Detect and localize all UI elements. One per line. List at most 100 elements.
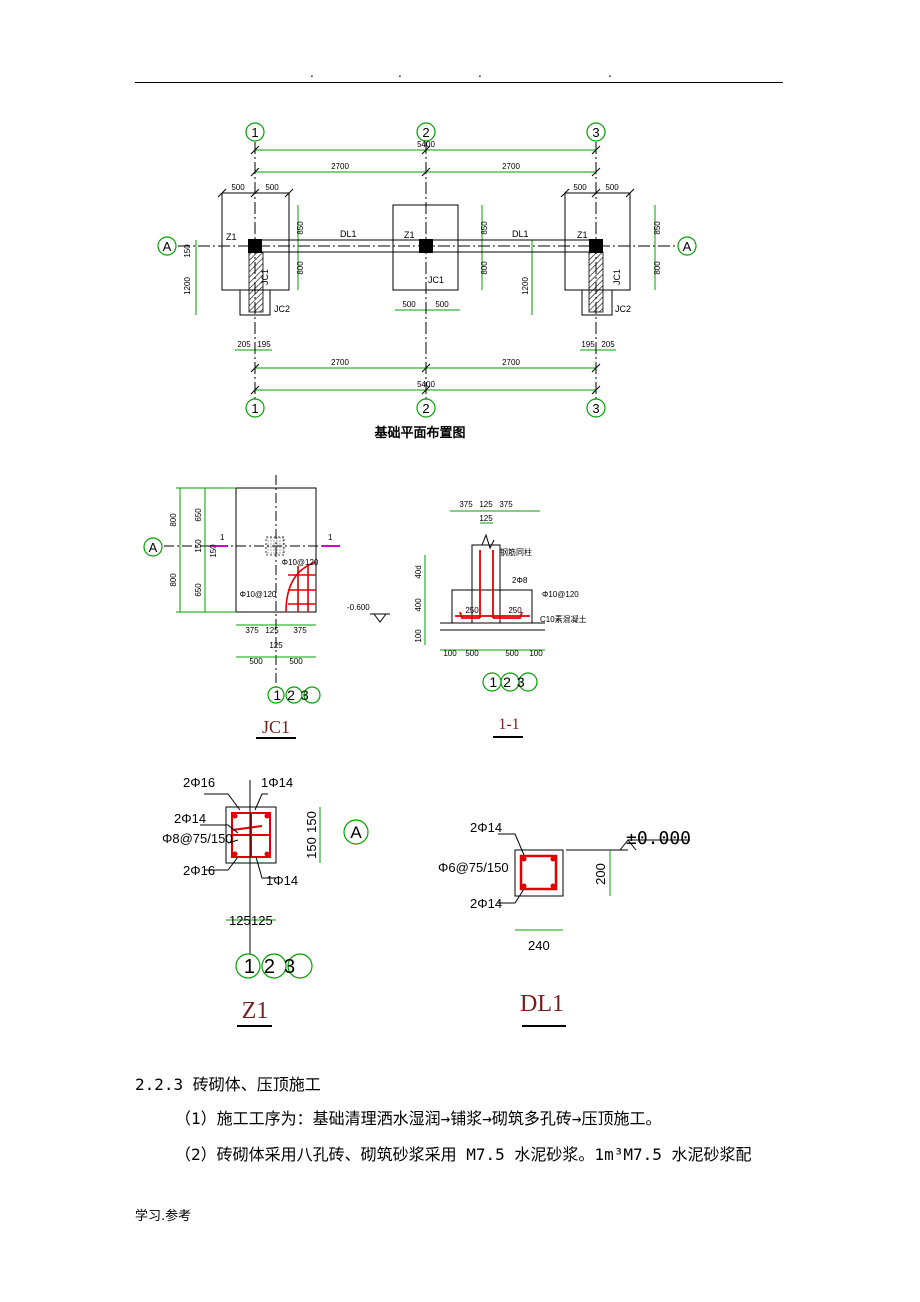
- rebar-label: 1Φ14: [261, 775, 293, 790]
- dim-250: 250: [508, 606, 522, 615]
- stirrup-label: Φ6@75/150: [438, 860, 509, 875]
- dim-205: 205: [601, 340, 615, 349]
- axis-labels: 123: [244, 956, 304, 978]
- axis-label-2: 2: [422, 125, 429, 140]
- rebar-label: 2Φ16: [183, 775, 215, 790]
- dim-650: 650: [194, 583, 203, 597]
- axis-label-a: A: [683, 239, 692, 254]
- dim-2700: 2700: [502, 162, 520, 171]
- dim-195: 195: [581, 340, 595, 349]
- dim-500: 500: [231, 183, 245, 192]
- dim-125: 125: [229, 913, 251, 928]
- dim-125: 125: [479, 500, 493, 509]
- dim-150: 150: [194, 539, 203, 553]
- dim-500: 500: [402, 300, 416, 309]
- header-rule: [135, 82, 783, 83]
- elevation: -0.600: [347, 603, 370, 612]
- paragraph: （2）砖砌体采用八孔砖、砌筑砂浆采用 M7.5 水泥砂浆。1m³M7.5 水泥砂…: [175, 1145, 752, 1164]
- dim-100: 100: [529, 649, 543, 658]
- dim-205: 205: [237, 340, 251, 349]
- plan-title: 基础平面布置图: [373, 425, 465, 440]
- dim-500: 500: [249, 657, 263, 666]
- section-1-1: 375 125 375 125 40d 400 100 100 500 500 …: [347, 500, 587, 738]
- dim-1200: 1200: [183, 277, 192, 295]
- dim-200: 200: [593, 863, 608, 885]
- rebar-label: 1Φ14: [266, 873, 298, 888]
- header-dot: .: [478, 66, 482, 80]
- label-z1: Z1: [226, 232, 237, 242]
- label-jc1: JC1: [428, 275, 444, 285]
- dim-375: 375: [459, 500, 473, 509]
- dim-500: 500: [465, 649, 479, 658]
- section-heading: 2.2.3 砖砌体、压顶施工: [135, 1075, 321, 1094]
- label-dl1: DL1: [340, 229, 357, 239]
- dim-800: 800: [480, 261, 489, 275]
- dim-125: 125: [251, 913, 273, 928]
- section-mark: 1: [220, 533, 225, 542]
- dim-500: 500: [573, 183, 587, 192]
- axis-label-a: A: [350, 823, 362, 842]
- header-dots: . . . .: [310, 66, 630, 80]
- dim-150: 150: [209, 544, 218, 558]
- dim-800: 800: [169, 513, 178, 527]
- dim-125: 125: [265, 626, 279, 635]
- z1-title: Z1: [242, 998, 269, 1024]
- dim-240: 240: [528, 938, 550, 953]
- dim-500: 500: [505, 649, 519, 658]
- dl1-detail: 2Φ14 Φ6@75/150 2Φ14 240 200 ±0.000 DL1: [438, 820, 691, 1027]
- dim-500: 500: [605, 183, 619, 192]
- header-dot: .: [398, 66, 402, 80]
- dim-2700: 2700: [331, 358, 349, 367]
- dim-500: 500: [265, 183, 279, 192]
- dim-5400: 5400: [417, 140, 435, 149]
- label-jc1: JC1: [612, 269, 622, 285]
- header-dot: .: [310, 66, 314, 80]
- note-rebar: Φ10@120: [542, 590, 579, 599]
- rebar-label: Φ10@120: [282, 558, 319, 567]
- rebar-label: 2Φ14: [174, 811, 206, 826]
- jc1-title: JC1: [262, 717, 290, 737]
- paragraph: （1）施工工序为：基础清理洒水湿润→铺浆→砌筑多孔砖→压顶施工。: [175, 1109, 662, 1128]
- dim-2700: 2700: [331, 162, 349, 171]
- dim-2700: 2700: [502, 358, 520, 367]
- header-dot: .: [608, 66, 612, 80]
- dim-850: 850: [653, 221, 662, 235]
- dim-850: 850: [296, 221, 305, 235]
- jc1-detail: 1 1 800 800 650 150 650 150 375 125 375 …: [143, 475, 340, 739]
- dim-800: 800: [653, 261, 662, 275]
- dim-375: 375: [499, 500, 513, 509]
- footer-text: 学习.参考: [135, 1209, 192, 1224]
- note-column: 钢筋同柱: [500, 547, 532, 557]
- dim-375: 375: [293, 626, 307, 635]
- dim-5400: 5400: [417, 380, 435, 389]
- dim-500: 500: [435, 300, 449, 309]
- rebar-label: 2Φ14: [470, 896, 502, 911]
- axis-labels: 123: [489, 674, 530, 690]
- dim-125: 125: [479, 514, 493, 523]
- elevation: ±0.000: [626, 828, 691, 849]
- rebar-label: 2Φ14: [470, 820, 502, 835]
- axis-label-3: 3: [592, 125, 599, 140]
- dl1-title: DL1: [520, 991, 564, 1017]
- rebar-label: Φ10@120: [240, 590, 277, 599]
- label-z1: Z1: [404, 230, 415, 240]
- dim-125: 125: [269, 641, 283, 650]
- label-z1: Z1: [577, 230, 588, 240]
- dim-150: 150: [183, 244, 192, 258]
- dim-40d: 40d: [414, 565, 423, 578]
- note-concrete: C10素混凝土: [540, 614, 587, 624]
- rebar-label: 2Φ16: [183, 863, 215, 878]
- dim-400: 400: [414, 598, 423, 612]
- dim-375: 375: [245, 626, 259, 635]
- rebar-label: Φ8@75/150: [162, 831, 233, 846]
- dim-195: 195: [257, 340, 271, 349]
- foundation-plan: 1 2 3 1 2 3 A A 5400 2700 2700 500 500 5…: [157, 122, 697, 440]
- dim-800: 800: [296, 261, 305, 275]
- label-jc1: JC1: [260, 269, 270, 285]
- axis-labels: 123: [273, 687, 314, 703]
- dim-100: 100: [443, 649, 457, 658]
- dim-250: 250: [465, 606, 479, 615]
- dim-1200: 1200: [521, 277, 530, 295]
- note-2phi8: 2Φ8: [512, 576, 528, 585]
- label-dl1: DL1: [512, 229, 529, 239]
